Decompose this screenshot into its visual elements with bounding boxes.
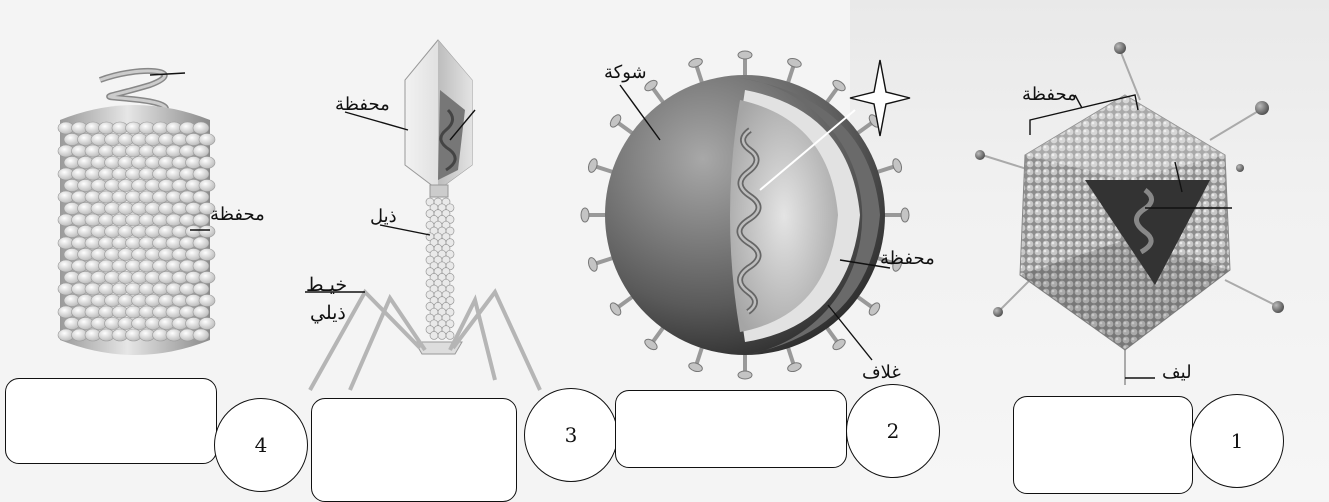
fig3-tail-label: ذيل: [370, 208, 397, 226]
icosahedral-virus-illustration: [970, 40, 1290, 380]
number-circle-3: 3: [524, 388, 618, 482]
answer-box-4[interactable]: [5, 378, 217, 464]
fig3-tail-fiber-label-line2: ذيلي: [310, 304, 346, 323]
answer-box-1[interactable]: [1013, 396, 1193, 494]
fig1-capsid-label: محفظة: [1022, 86, 1077, 104]
fig3-capsid-label: محفظة: [335, 96, 390, 114]
fig4-capsid-label: محفظة: [210, 206, 265, 224]
fig2-envelope-label: غلاف: [862, 364, 901, 382]
enveloped-virus-illustration: [580, 40, 910, 380]
fig1-fiber-label: ليف: [1162, 364, 1192, 382]
fig2-capsid-label: محفظة: [880, 250, 935, 268]
number-circle-2: 2: [846, 384, 940, 478]
fig2-spike-label: شوكة: [604, 64, 647, 82]
answer-box-2[interactable]: [615, 390, 847, 468]
number-circle-1: 1: [1190, 394, 1284, 488]
fig3-tail-fiber-label-line1: خيـط: [306, 276, 347, 295]
number-circle-4: 4: [214, 398, 308, 492]
bacteriophage-illustration: [290, 30, 560, 390]
answer-box-3[interactable]: [311, 398, 517, 502]
